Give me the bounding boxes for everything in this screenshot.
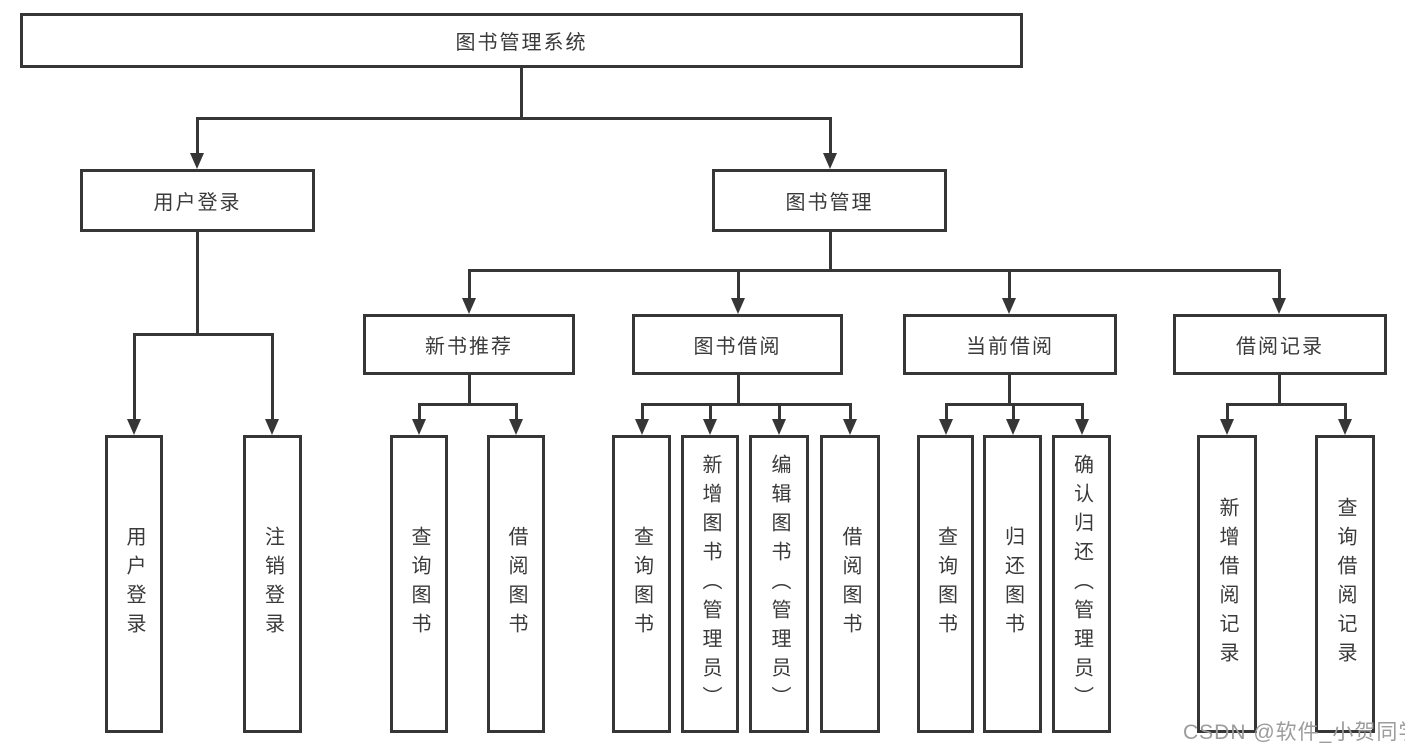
- connector-line: [1278, 375, 1281, 406]
- csdn-watermark: CSDN @软件_小贺同学: [1183, 721, 1405, 744]
- node-label: 图书管理系统: [455, 32, 588, 54]
- connector-line: [709, 403, 712, 421]
- connector-line: [641, 403, 852, 406]
- leaf-add-book-admin: 新增图书（管理员）: [681, 435, 739, 733]
- connector-line: [1344, 403, 1347, 421]
- node-label: 新书推荐: [425, 336, 513, 358]
- node-label: 确认归还（管理员）: [1070, 453, 1093, 715]
- leaf-user-login: 用户登录: [105, 435, 163, 733]
- connector-line: [1226, 403, 1229, 421]
- connector-line: [196, 117, 199, 155]
- arrow-down-icon: [190, 153, 204, 169]
- connector-line: [1226, 403, 1347, 406]
- node-label: 用户登录: [123, 526, 145, 642]
- leaf-borrow-books-recommend: 借阅图书: [487, 435, 545, 733]
- connector-line: [778, 403, 781, 421]
- node-label: 当前借阅: [966, 336, 1054, 358]
- connector-line: [196, 117, 832, 120]
- connector-line: [1081, 403, 1084, 421]
- arrow-down-icon: [265, 419, 279, 435]
- connector-line: [468, 269, 471, 300]
- node-current-borrowing: 当前借阅: [903, 314, 1117, 375]
- connector-line: [196, 232, 199, 336]
- leaf-search-borrow-record: 查询借阅记录: [1315, 435, 1375, 733]
- connector-line: [829, 232, 832, 272]
- node-label: 查询借阅记录: [1334, 497, 1356, 671]
- connector-line: [737, 375, 740, 406]
- connector-line: [468, 375, 471, 406]
- arrow-down-icon: [127, 419, 141, 435]
- connector-line: [133, 333, 274, 336]
- node-label: 归还图书: [1001, 526, 1024, 642]
- node-label: 查询图书: [934, 526, 957, 642]
- connector-line: [829, 117, 832, 155]
- arrow-down-icon: [772, 419, 786, 435]
- leaf-search-books-recommend: 查询图书: [390, 435, 448, 733]
- connector-line: [849, 403, 852, 421]
- leaf-borrow-books: 借阅图书: [820, 435, 880, 733]
- connector-line: [1278, 269, 1281, 300]
- connector-line: [271, 333, 274, 421]
- arrow-down-icon: [1272, 298, 1286, 314]
- arrow-down-icon: [1002, 298, 1016, 314]
- node-user-login-branch: 用户登录: [80, 169, 315, 232]
- leaf-search-books-current: 查询图书: [917, 435, 974, 733]
- connector-line: [520, 68, 523, 118]
- node-book-management-system: 图书管理系统: [20, 13, 1023, 68]
- node-label: 用户登录: [153, 192, 242, 214]
- connector-line: [1008, 375, 1011, 406]
- node-label: 注销登录: [261, 526, 284, 642]
- node-new-book-recommend: 新书推荐: [363, 314, 575, 375]
- arrow-down-icon: [635, 419, 649, 435]
- arrow-down-icon: [1338, 419, 1352, 435]
- connector-line: [945, 403, 948, 421]
- node-label: 图书管理: [785, 192, 874, 214]
- arrow-down-icon: [1075, 419, 1089, 435]
- arrow-down-icon: [843, 419, 857, 435]
- node-label: 借阅图书: [839, 526, 861, 642]
- leaf-confirm-return-admin: 确认归还（管理员）: [1052, 435, 1111, 733]
- leaf-edit-book-admin: 编辑图书（管理员）: [749, 435, 809, 733]
- node-book-management-branch: 图书管理: [712, 169, 947, 232]
- node-label: 查询图书: [630, 526, 653, 642]
- arrow-down-icon: [731, 298, 745, 314]
- node-book-borrowing: 图书借阅: [632, 314, 843, 375]
- node-label: 查询图书: [408, 526, 430, 642]
- node-borrowing-records: 借阅记录: [1173, 314, 1387, 375]
- connector-line: [737, 269, 740, 300]
- connector-line: [641, 403, 644, 421]
- connector-line: [133, 333, 136, 421]
- node-label: 新增图书（管理员）: [699, 453, 721, 715]
- node-label: 图书借阅: [693, 336, 782, 358]
- leaf-logout: 注销登录: [243, 435, 302, 733]
- arrow-down-icon: [823, 153, 837, 169]
- arrow-down-icon: [462, 298, 476, 314]
- arrow-down-icon: [1220, 419, 1234, 435]
- connector-line: [418, 403, 421, 421]
- leaf-add-borrow-record: 新增借阅记录: [1197, 435, 1257, 733]
- node-label: 借阅图书: [505, 526, 527, 642]
- connector-line: [418, 403, 518, 406]
- arrow-down-icon: [509, 419, 523, 435]
- arrow-down-icon: [1006, 419, 1020, 435]
- connector-line: [515, 403, 518, 421]
- node-label: 编辑图书（管理员）: [768, 453, 790, 715]
- arrow-down-icon: [703, 419, 717, 435]
- connector-line: [468, 269, 1281, 272]
- connector-line: [1012, 403, 1015, 421]
- leaf-search-books-borrowing: 查询图书: [612, 435, 671, 733]
- arrow-down-icon: [412, 419, 426, 435]
- node-label: 借阅记录: [1236, 336, 1324, 358]
- arrow-down-icon: [939, 419, 953, 435]
- node-label: 新增借阅记录: [1216, 497, 1238, 671]
- connector-line: [1008, 269, 1011, 300]
- leaf-return-books: 归还图书: [983, 435, 1042, 733]
